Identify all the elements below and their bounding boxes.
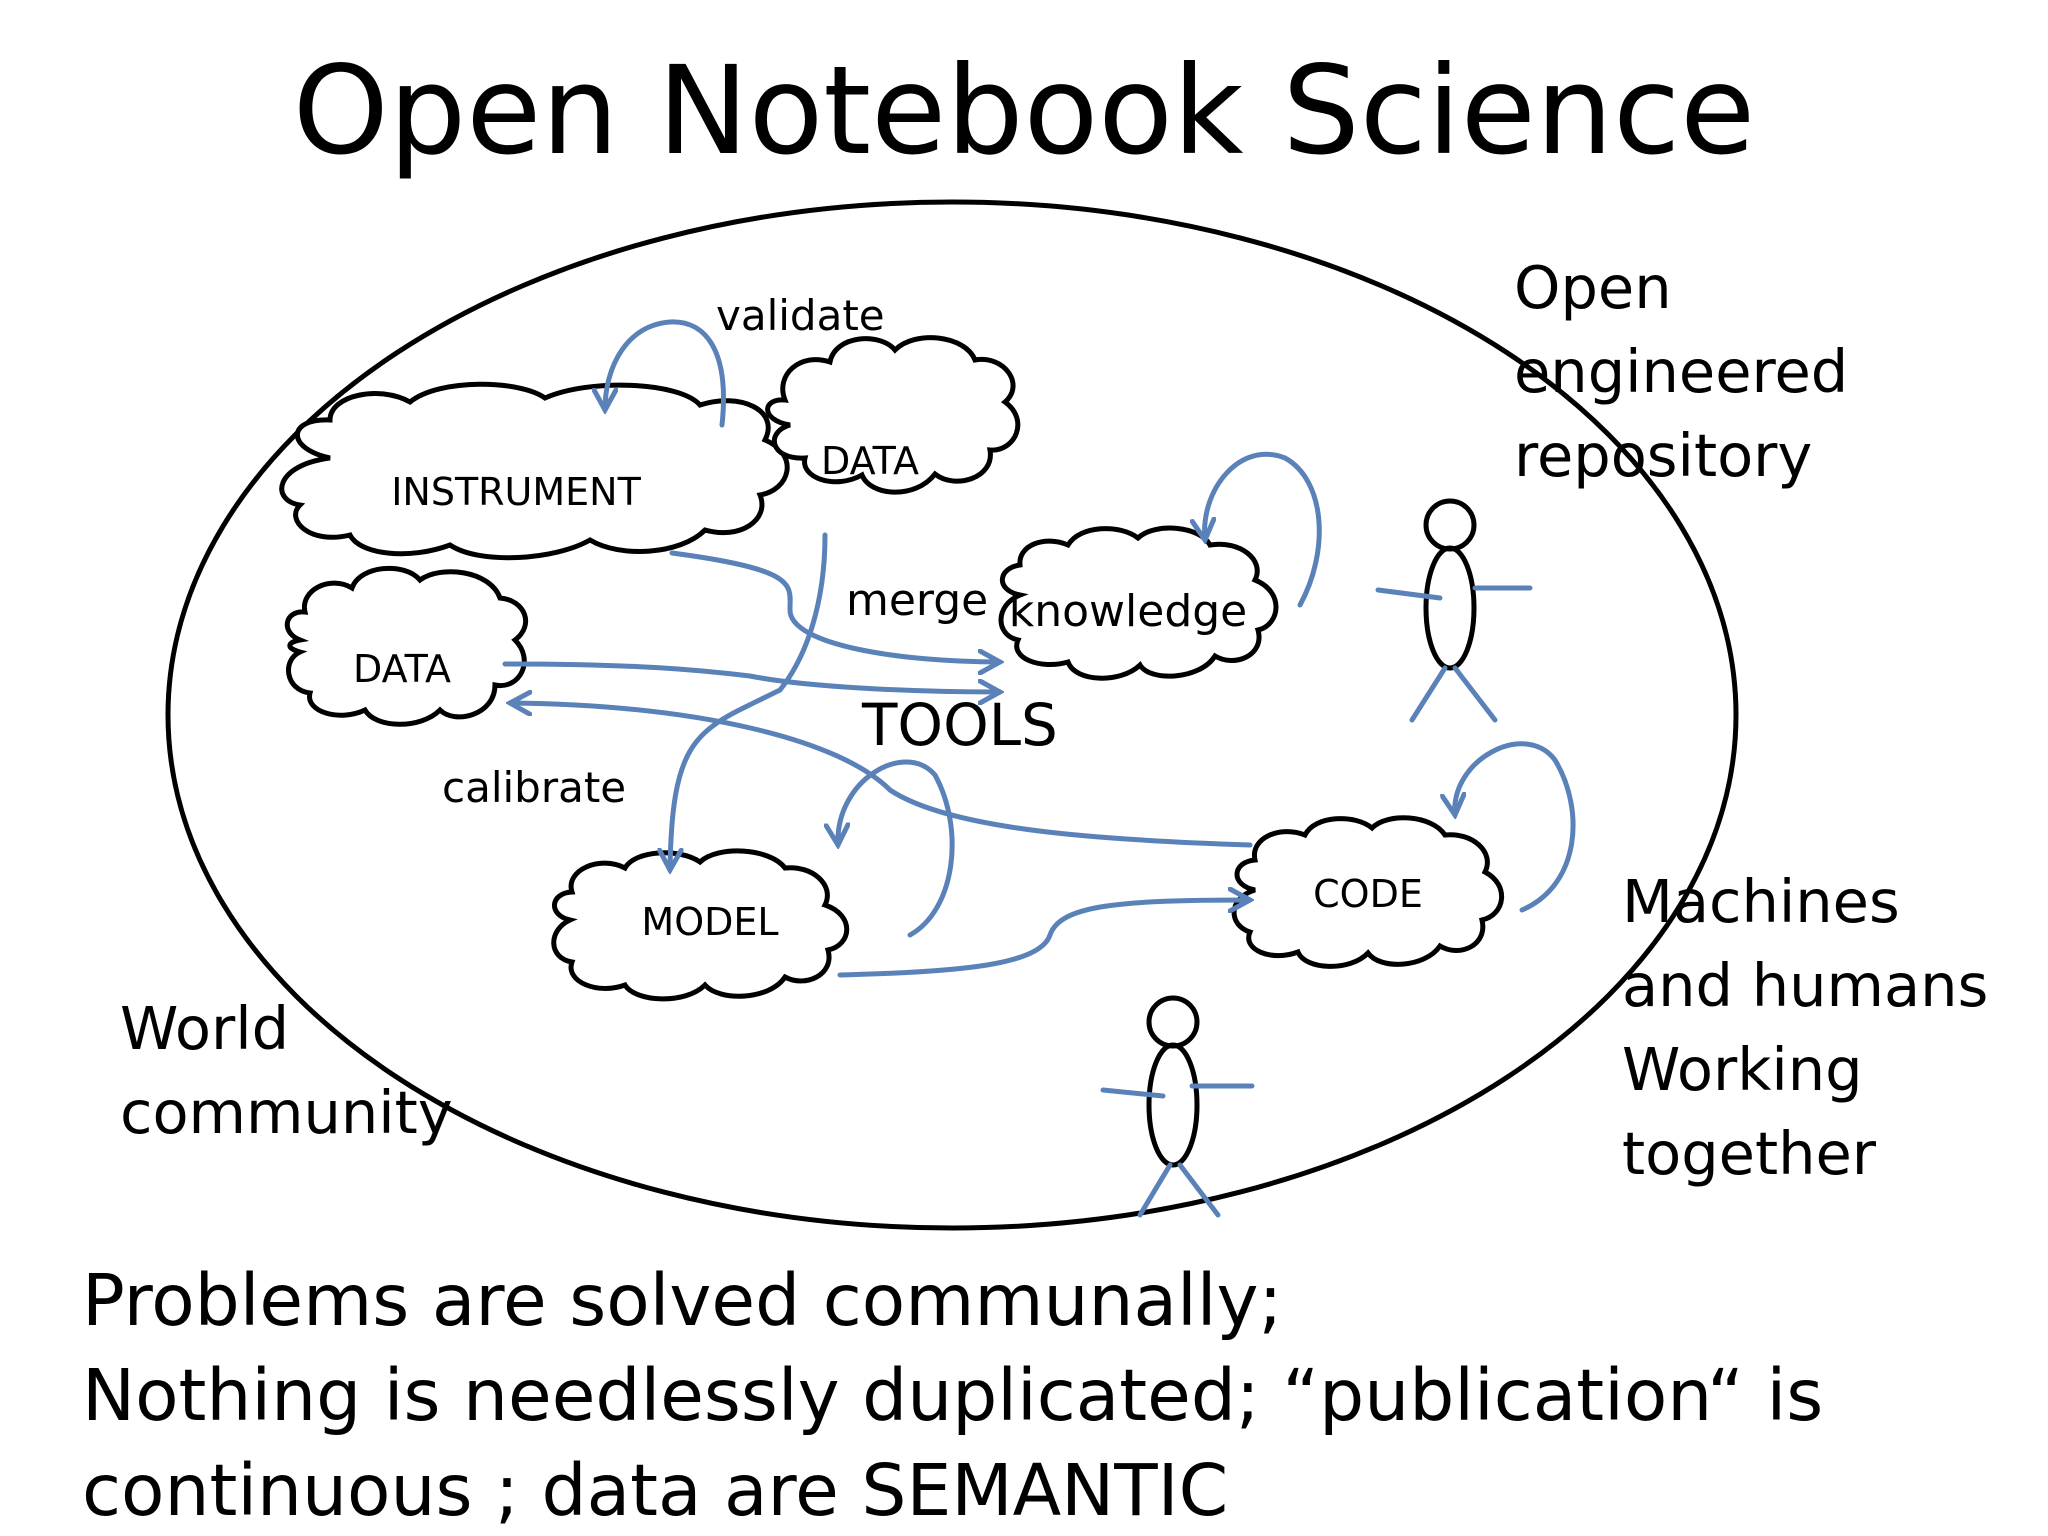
- node-instrument: INSTRUMENT: [391, 470, 641, 514]
- slide-title: Open Notebook Science: [292, 40, 1756, 182]
- bottom-line-3: continuous ; data are SEMANTIC: [82, 1449, 1229, 1532]
- edge-label-calibrate: calibrate: [442, 763, 626, 812]
- community-ellipse: [165, 199, 1739, 1231]
- node-knowledge: knowledge: [1009, 586, 1248, 637]
- model-to-code-arrow: [837, 900, 1250, 978]
- model-cloud: [551, 848, 850, 1002]
- tools-arrow-right: [502, 661, 1000, 692]
- instrument-cloud: [279, 381, 790, 561]
- tools-arrow-left: [510, 703, 1253, 848]
- code-loop-arrow: [1455, 741, 1576, 913]
- machines-humans-label: Machines and humans Working together: [1622, 867, 1989, 1188]
- bottom-line-1: Problems are solved communally;: [82, 1259, 1283, 1342]
- edge-label-merge: merge: [846, 575, 988, 626]
- merge-arrow: [669, 550, 1000, 662]
- code-cloud: [1231, 815, 1504, 969]
- model-loop-arrow: [838, 759, 955, 938]
- validate-arrow: [605, 319, 726, 428]
- node-data-top: DATA: [821, 439, 919, 483]
- world-community-label: World community: [120, 994, 453, 1147]
- person-figure-top: [1375, 498, 1533, 723]
- node-model: MODEL: [641, 900, 778, 944]
- edge-label-validate: validate: [716, 291, 885, 340]
- edge-label-tools: TOOLS: [861, 691, 1058, 759]
- knowledge-cloud: [998, 525, 1279, 681]
- bottom-line-2: Nothing is needlessly duplicated; “publi…: [82, 1354, 1824, 1437]
- data-top-cloud: [765, 335, 1021, 495]
- person-figure-bottom: [1100, 995, 1255, 1218]
- node-data-left: DATA: [353, 647, 451, 691]
- node-code: CODE: [1313, 872, 1423, 916]
- repository-label: Open engineered repository: [1514, 253, 1849, 490]
- data-to-model-arrow: [670, 532, 828, 870]
- knowledge-loop-arrow: [1205, 451, 1322, 608]
